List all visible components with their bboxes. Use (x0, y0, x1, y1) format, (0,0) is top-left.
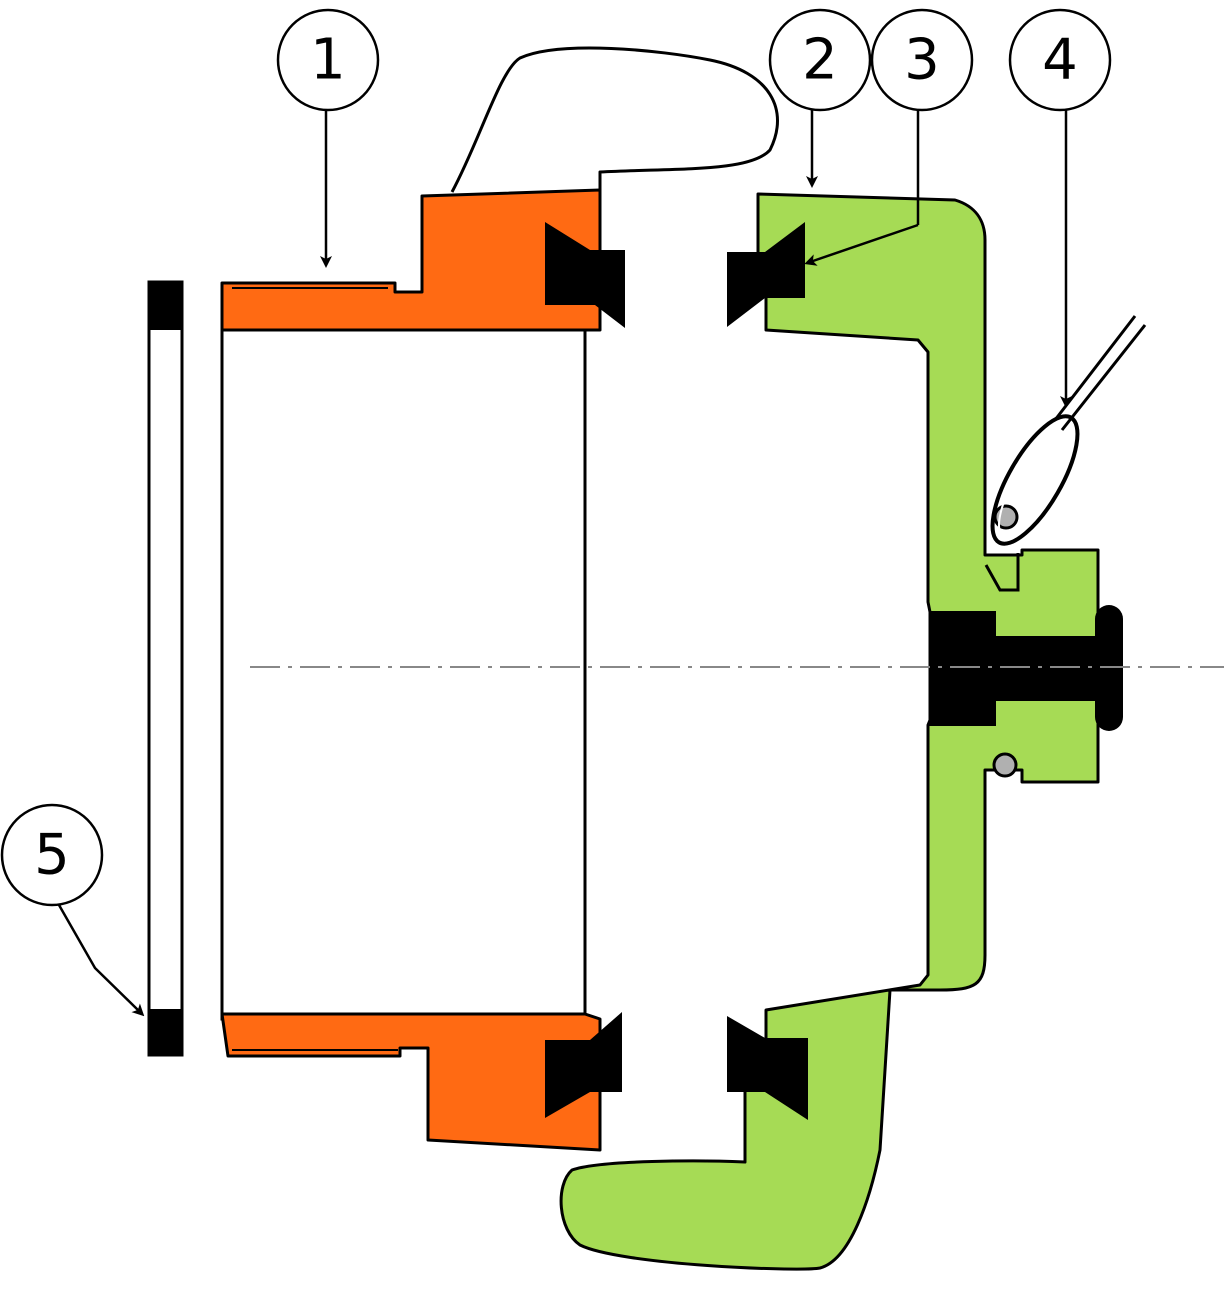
callout-4: 4 (1008, 8, 1112, 112)
seals (545, 222, 808, 1120)
callout-2: 2 (768, 8, 872, 112)
adapter-bore (220, 324, 587, 1021)
seal-top-left (545, 222, 625, 328)
leader-5 (53, 897, 145, 1017)
callout-2-label: 2 (802, 28, 838, 93)
gasket-bottom-section (149, 1009, 182, 1055)
callout-5: 5 (0, 803, 104, 907)
retaining-pin-lower (992, 752, 1018, 778)
gasket-top-section (149, 282, 182, 330)
callout-3: 3 (870, 8, 974, 112)
adapter-bottom-section (220, 1012, 602, 1152)
gasket-ring (147, 280, 184, 1057)
callout-1: 1 (276, 8, 380, 112)
callout-5-label: 5 (34, 823, 70, 888)
callout-3-label: 3 (904, 28, 940, 93)
callout-1-label: 1 (310, 28, 346, 93)
callout-4-label: 4 (1042, 28, 1078, 93)
callout-leaders (53, 108, 1072, 1017)
adapter-top-section (220, 188, 602, 332)
leader-3b (804, 223, 919, 266)
cap-handle-loop (450, 46, 779, 193)
cap-body (559, 192, 1100, 1271)
seal-bottom-left (545, 1012, 622, 1118)
seal-bottom-right (727, 1016, 808, 1120)
seal-top-right (727, 222, 805, 327)
cap-bolt-slot (984, 553, 1020, 592)
